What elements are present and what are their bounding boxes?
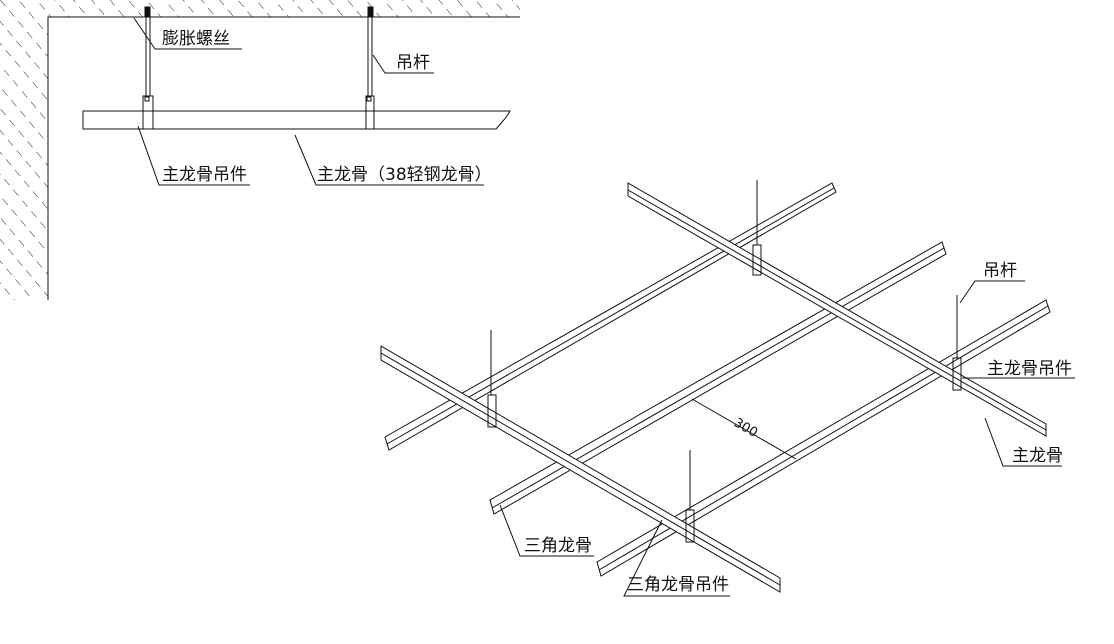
iso-label-main-keel-hanger: 主龙骨吊件	[987, 359, 1072, 379]
label-main-keel-hanger: 主龙骨吊件	[162, 165, 247, 185]
leader-hanger-rod	[372, 54, 434, 74]
iso-leaders	[499, 280, 1075, 597]
leader-expansion-bolt	[133, 17, 242, 50]
hanger-rod-left	[142, 6, 154, 130]
wall-hatch	[0, 17, 48, 300]
leader-main-keel-hanger	[137, 125, 250, 186]
triangle-keel-2	[489, 241, 947, 515]
iso-label-triangle-keel: 三角龙骨	[524, 536, 592, 556]
iso-view	[380, 180, 1075, 597]
main-keel-section	[82, 110, 511, 130]
main-keel-1	[627, 182, 1047, 437]
dimension-300: 300	[731, 415, 760, 440]
label-main-keel: 主龙骨（38轻钢龙骨）	[317, 165, 492, 185]
triangle-keel-3	[596, 299, 1051, 577]
section-view	[0, 0, 520, 300]
iso-label-hanger-rod: 吊杆	[983, 261, 1017, 281]
triangle-keel-1	[384, 182, 837, 451]
label-expansion-bolt: 膨胀螺丝	[162, 29, 230, 49]
ceiling-slab-hatch	[0, 0, 520, 17]
iso-label-triangle-keel-hanger: 三角龙骨吊件	[627, 575, 729, 595]
leader-main-keel	[294, 134, 484, 186]
hanger-rods	[487, 180, 962, 543]
iso-label-main-keel: 主龙骨	[1012, 446, 1063, 466]
dimension-line	[691, 398, 797, 460]
main-keel-2	[380, 345, 781, 593]
slab-wall-edge	[47, 16, 520, 300]
label-hanger-rod: 吊杆	[396, 53, 430, 73]
